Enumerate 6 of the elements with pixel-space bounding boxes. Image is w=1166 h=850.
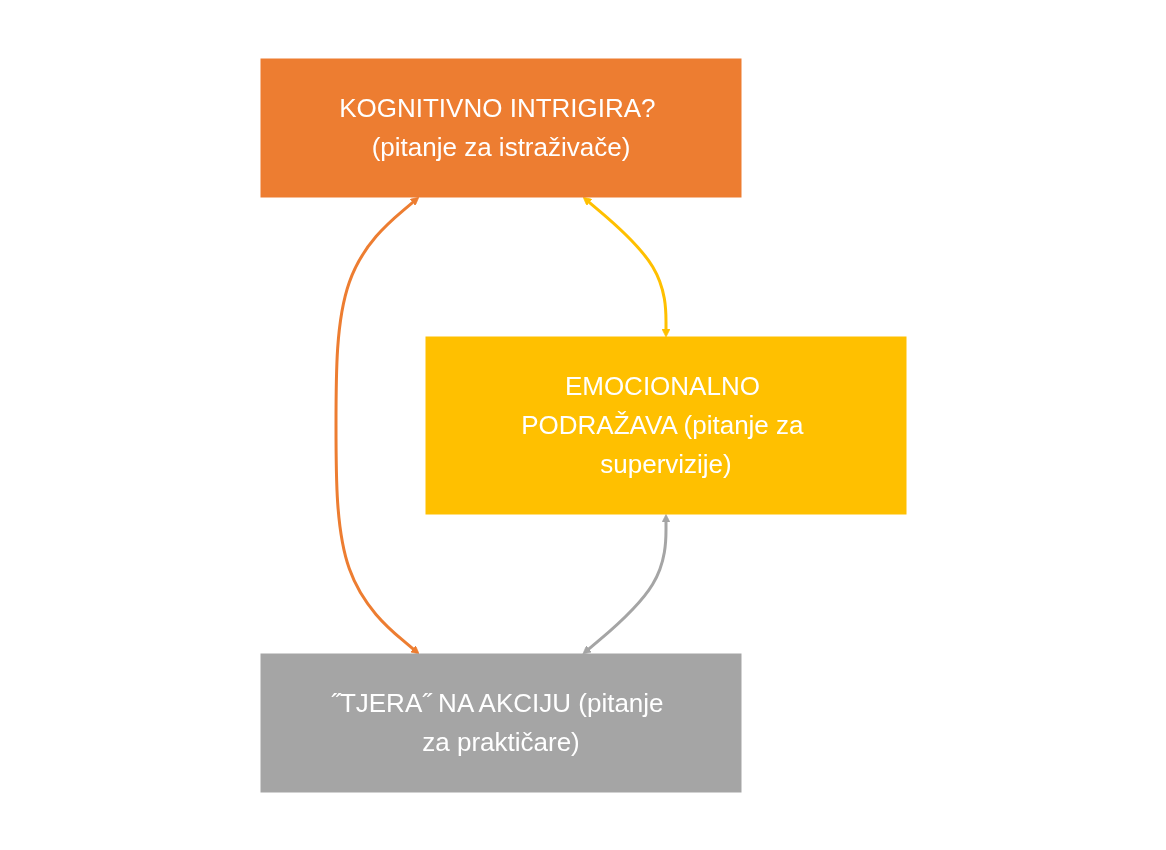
node-box: EMOCIONALNO PODRAŽAVA (pitanje za supervizije)	[425, 336, 906, 514]
arrow	[582, 513, 670, 654]
node-box: ˝TJERA˝ NA AKCIJU (pitanje za praktičare)	[260, 653, 741, 792]
arrow	[334, 196, 419, 654]
arrow	[582, 196, 670, 337]
node-box: KOGNITIVNO INTRIGIRA? (pitanje za istraživače)	[260, 58, 741, 197]
